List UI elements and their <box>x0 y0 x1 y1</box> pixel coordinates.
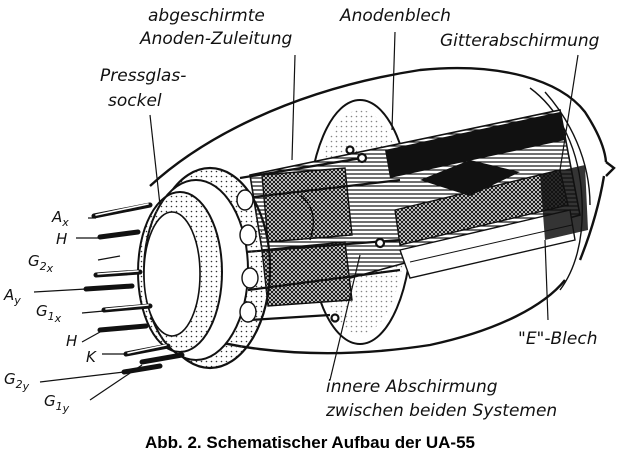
base-pins <box>83 202 185 375</box>
label-pin-ax: Ax <box>51 208 69 229</box>
support-rods <box>239 145 401 323</box>
grid-mesh-upper <box>261 167 353 243</box>
label-anodenblech: Anodenblech <box>339 6 451 26</box>
label-pin-g2x: G2x <box>28 252 54 275</box>
figure-caption: Abb. 2. Schematischer Aufbau der UA-55 <box>144 433 475 452</box>
label-abgeschirmte: abgeschirmte <box>148 6 265 26</box>
pressglass-socket <box>137 166 272 370</box>
label-zwischen-systemen: zwischen beiden Systemen <box>325 401 557 421</box>
label-gitterabschirmung: Gitterabschirmung <box>440 31 600 51</box>
label-e-blech: "E"-Blech <box>518 329 597 349</box>
labels: abgeschirmte Anoden-Zuleitung Anodenblec… <box>3 6 600 421</box>
label-pin-g1y: G1y <box>44 392 70 415</box>
leader-lines <box>33 31 579 401</box>
grid-mesh-lower <box>261 241 353 307</box>
label-pin-h1: H <box>56 230 67 248</box>
base-pins-highlight <box>95 203 167 354</box>
label-pin-g2y: G2y <box>4 370 30 393</box>
label-pin-h2: H <box>66 332 77 350</box>
label-pin-ay: Ay <box>3 286 21 307</box>
label-innere-abschirmung: innere Abschirmung <box>326 377 498 397</box>
label-pin-k: K <box>86 348 97 366</box>
label-sockel: sockel <box>108 91 162 111</box>
label-pin-g1x: G1x <box>36 302 62 325</box>
label-anoden-zuleitung: Anoden-Zuleitung <box>139 29 293 49</box>
label-pressglas: Pressglas- <box>100 66 186 86</box>
